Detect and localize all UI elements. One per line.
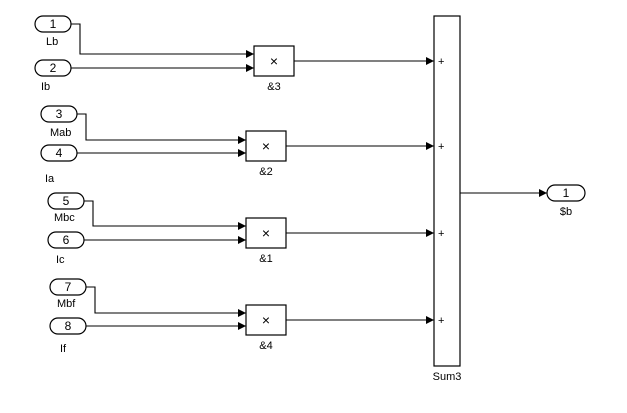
product-block-and3[interactable]: × &3 <box>253 45 295 93</box>
inport-6-label: Ic <box>56 254 65 266</box>
inport-3-number: 3 <box>56 107 63 121</box>
sum-sign-3: + <box>438 228 444 240</box>
outport-1-number: 1 <box>563 186 570 200</box>
inport-8-number: 8 <box>65 319 72 333</box>
product-label-and3: &3 <box>267 81 280 93</box>
inport-4-label: Ia <box>45 173 55 185</box>
inport-7-label: Mbf <box>57 298 76 310</box>
sum-block[interactable]: + + + + Sum3 <box>433 15 462 383</box>
sum-sign-1: + <box>438 56 444 68</box>
inport-8[interactable]: 8 If <box>49 317 87 355</box>
product-label-and4: &4 <box>259 340 272 352</box>
inport-5[interactable]: 5 Mbc <box>47 192 85 224</box>
sum-sign-4: + <box>438 315 444 327</box>
sum-label: Sum3 <box>433 371 462 383</box>
outport-1-label: $b <box>560 206 572 218</box>
inport-1-number: 1 <box>50 17 57 31</box>
inport-5-number: 5 <box>63 194 70 208</box>
multiply-icon: × <box>262 138 270 154</box>
inport-3-label: Mab <box>50 127 71 139</box>
product-label-and2: &2 <box>259 166 272 178</box>
inport-6-number: 6 <box>63 233 70 247</box>
inport-7[interactable]: 7 Mbf <box>49 278 87 310</box>
inport-4[interactable]: 4 Ia <box>40 144 78 185</box>
multiply-icon: × <box>262 312 270 328</box>
multiply-icon: × <box>262 225 270 241</box>
product-label-and1: &1 <box>259 253 272 265</box>
multiply-icon: × <box>270 53 278 69</box>
inport-6[interactable]: 6 Ic <box>47 231 85 266</box>
sum-sign-2: + <box>438 141 444 153</box>
inport-8-label: If <box>60 343 67 355</box>
inport-5-label: Mbc <box>54 212 75 224</box>
inport-1-label: Lb <box>46 36 58 48</box>
outport-1[interactable]: 1 $b <box>546 184 586 218</box>
inport-7-number: 7 <box>65 280 72 294</box>
product-block-and2[interactable]: × &2 <box>245 130 287 178</box>
inport-2-label: Ib <box>41 81 50 93</box>
inport-2-number: 2 <box>50 61 57 75</box>
signal-lines-inputs <box>71 23 254 330</box>
product-block-and4[interactable]: × &4 <box>245 304 287 352</box>
inport-2[interactable]: 2 Ib <box>34 59 72 93</box>
inport-4-number: 4 <box>56 146 63 160</box>
inport-1[interactable]: 1 Lb <box>34 15 72 48</box>
product-block-and1[interactable]: × &1 <box>245 217 287 265</box>
signal-lines-products <box>286 57 434 324</box>
inport-3[interactable]: 3 Mab <box>40 105 78 139</box>
